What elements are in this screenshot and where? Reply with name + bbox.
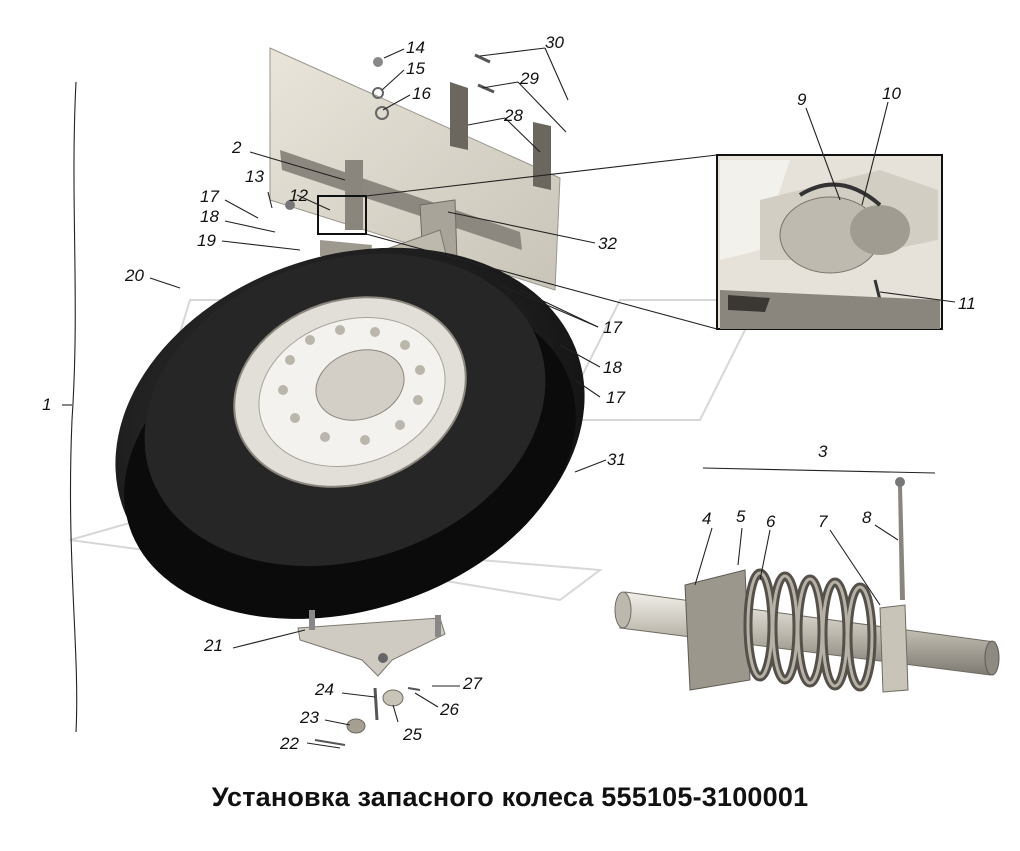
diagram-caption: Установка запасного колеса 555105-310000…	[211, 782, 809, 812]
leader-3-line	[702, 467, 936, 474]
callout-16: 16	[412, 84, 431, 103]
callout-5: 5	[736, 507, 746, 526]
callout-10: 10	[882, 84, 901, 103]
callout-27: 27	[462, 674, 482, 693]
shaft-spring-image	[614, 477, 1000, 693]
callout-25: 25	[402, 725, 422, 744]
callout-15: 15	[406, 59, 425, 78]
callout-17a: 17	[200, 187, 219, 206]
callout-19: 19	[197, 231, 216, 250]
inset-connector-bottom	[365, 233, 718, 330]
leader-lines	[149, 47, 956, 749]
detail-inset-image	[716, 154, 943, 330]
callout-30: 30	[545, 33, 564, 52]
callout-23: 23	[299, 708, 319, 727]
callout-20: 20	[124, 266, 144, 285]
callout-2: 2	[231, 138, 242, 157]
callout-32: 32	[598, 234, 617, 253]
inset-connector-top	[365, 154, 718, 197]
callout-13: 13	[245, 167, 264, 186]
callout-28: 28	[503, 106, 523, 125]
callout-8: 8	[862, 508, 872, 527]
callout-18a: 18	[200, 207, 219, 226]
callout-24: 24	[314, 680, 334, 699]
callout-31: 31	[607, 450, 626, 469]
callout-7: 7	[818, 512, 828, 531]
callout-26: 26	[439, 700, 459, 719]
callout-3: 3	[818, 442, 828, 461]
callout-22: 22	[279, 734, 299, 753]
callout-12: 12	[289, 186, 308, 205]
frame-rail-line	[69, 81, 78, 733]
spare-wheel-image	[115, 247, 585, 619]
callout-labels: 1 2 3 4 5 6 7 8 9 10 11 12 13 17 17 17 1…	[42, 33, 976, 753]
callout-29: 29	[519, 69, 539, 88]
callout-17c: 17	[606, 388, 625, 407]
callout-6: 6	[766, 512, 776, 531]
callout-14: 14	[406, 38, 425, 57]
callout-18b: 18	[603, 358, 622, 377]
callout-1: 1	[42, 395, 51, 414]
callout-17b: 17	[603, 318, 622, 337]
callout-4: 4	[702, 509, 711, 528]
callout-11: 11	[958, 294, 976, 313]
lower-bracket-image	[297, 610, 446, 746]
callout-9: 9	[797, 90, 807, 109]
callout-21: 21	[203, 636, 223, 655]
